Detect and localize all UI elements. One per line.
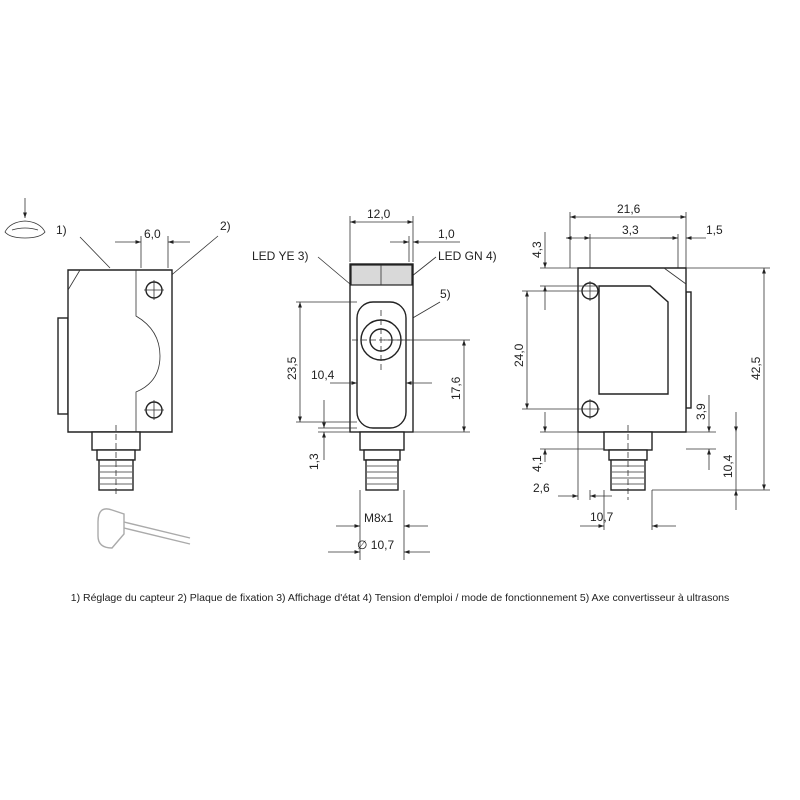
dim-1-3: 1,3 bbox=[307, 453, 321, 470]
dim-lens-10-4: 10,4 bbox=[311, 368, 335, 382]
cable-plug-icon bbox=[97, 508, 191, 549]
dim-23-5: 23,5 bbox=[285, 356, 299, 380]
connector-rear bbox=[603, 425, 653, 500]
dim-right-4-1: 4,1 bbox=[530, 412, 604, 472]
dim-2-6: 2,6 bbox=[533, 481, 550, 495]
dim-right-3-9: 3,9 bbox=[686, 395, 716, 470]
legend-caption: 1) Réglage du capteur 2) Plaque de fixat… bbox=[71, 592, 730, 604]
front-view: 12,0 1,0 LED YE 3) LED GN 4) 5) bbox=[252, 207, 497, 560]
dim-right-3-3: 3,3 bbox=[566, 223, 676, 268]
dim-led-offset: 1,0 bbox=[390, 227, 460, 262]
dim-1-0: 1,0 bbox=[438, 227, 455, 241]
dim-diameter: ∅ 10,7 bbox=[328, 538, 430, 554]
sensor-housing-side bbox=[57, 269, 173, 433]
dim-6-0: 6,0 bbox=[144, 227, 161, 241]
callout-1: 1) bbox=[56, 223, 67, 237]
dim-1-5: 1,5 bbox=[706, 223, 723, 237]
dim-front-23-5: 23,5 bbox=[285, 301, 357, 423]
connector-side bbox=[91, 425, 141, 495]
dim-12-0: 12,0 bbox=[367, 207, 391, 221]
dim-right-21-6: 21,6 bbox=[569, 202, 687, 268]
dim-17-6: 17,6 bbox=[449, 376, 463, 400]
dim-4-3: 4,3 bbox=[530, 241, 544, 258]
led-ye-label: LED YE 3) bbox=[252, 249, 308, 263]
adjust-button-icon bbox=[4, 198, 46, 239]
dim-front-10-4: 10,4 bbox=[311, 368, 432, 385]
dim-right-4-3: 4,3 bbox=[530, 232, 598, 310]
dim-3-9: 3,9 bbox=[694, 403, 708, 420]
dim-right-1-5: 1,5 bbox=[660, 223, 723, 268]
dim-fixing-width: 6,0 bbox=[115, 227, 190, 268]
dim-right-10-4: 10,4 bbox=[652, 412, 742, 510]
leader-1 bbox=[79, 236, 111, 269]
led-gn-label: LED GN 4) bbox=[438, 249, 497, 263]
dim-3-3: 3,3 bbox=[622, 223, 639, 237]
dim-10-7: 10,7 bbox=[590, 510, 614, 524]
dim-front-1-3: 1,3 bbox=[307, 400, 357, 470]
leader-2 bbox=[167, 235, 219, 279]
dim-right-42-5: 42,5 bbox=[686, 267, 770, 491]
callout-5: 5) bbox=[440, 287, 451, 301]
dim-10-4: 10,4 bbox=[721, 454, 735, 478]
dim-right-10-7: 10,7 bbox=[580, 490, 676, 530]
left-view: 1) 2) 6,0 bbox=[4, 198, 231, 549]
dim-thread: M8x1 bbox=[336, 490, 428, 560]
thread-m8x1: M8x1 bbox=[364, 511, 394, 525]
sensor-housing-front bbox=[349, 263, 414, 433]
led-window bbox=[350, 264, 413, 286]
dia-10-7: ∅ 10,7 bbox=[357, 538, 394, 552]
dim-front-17-6: 17,6 bbox=[384, 339, 470, 433]
dim-right-2-6: 2,6 bbox=[533, 432, 612, 500]
dim-right-24-0: 24,0 bbox=[512, 290, 580, 410]
right-view: 21,6 3,3 1,5 bbox=[512, 202, 770, 530]
dim-24-0: 24,0 bbox=[512, 343, 526, 367]
connector-front bbox=[359, 431, 405, 491]
leader-led-ye bbox=[317, 256, 351, 285]
sensor-housing-rear bbox=[577, 267, 692, 433]
dim-21-6: 21,6 bbox=[617, 202, 641, 216]
dim-4-1: 4,1 bbox=[530, 455, 544, 472]
dim-42-5: 42,5 bbox=[749, 356, 763, 380]
dim-front-width: 12,0 bbox=[349, 207, 414, 262]
callout-2: 2) bbox=[220, 219, 231, 233]
